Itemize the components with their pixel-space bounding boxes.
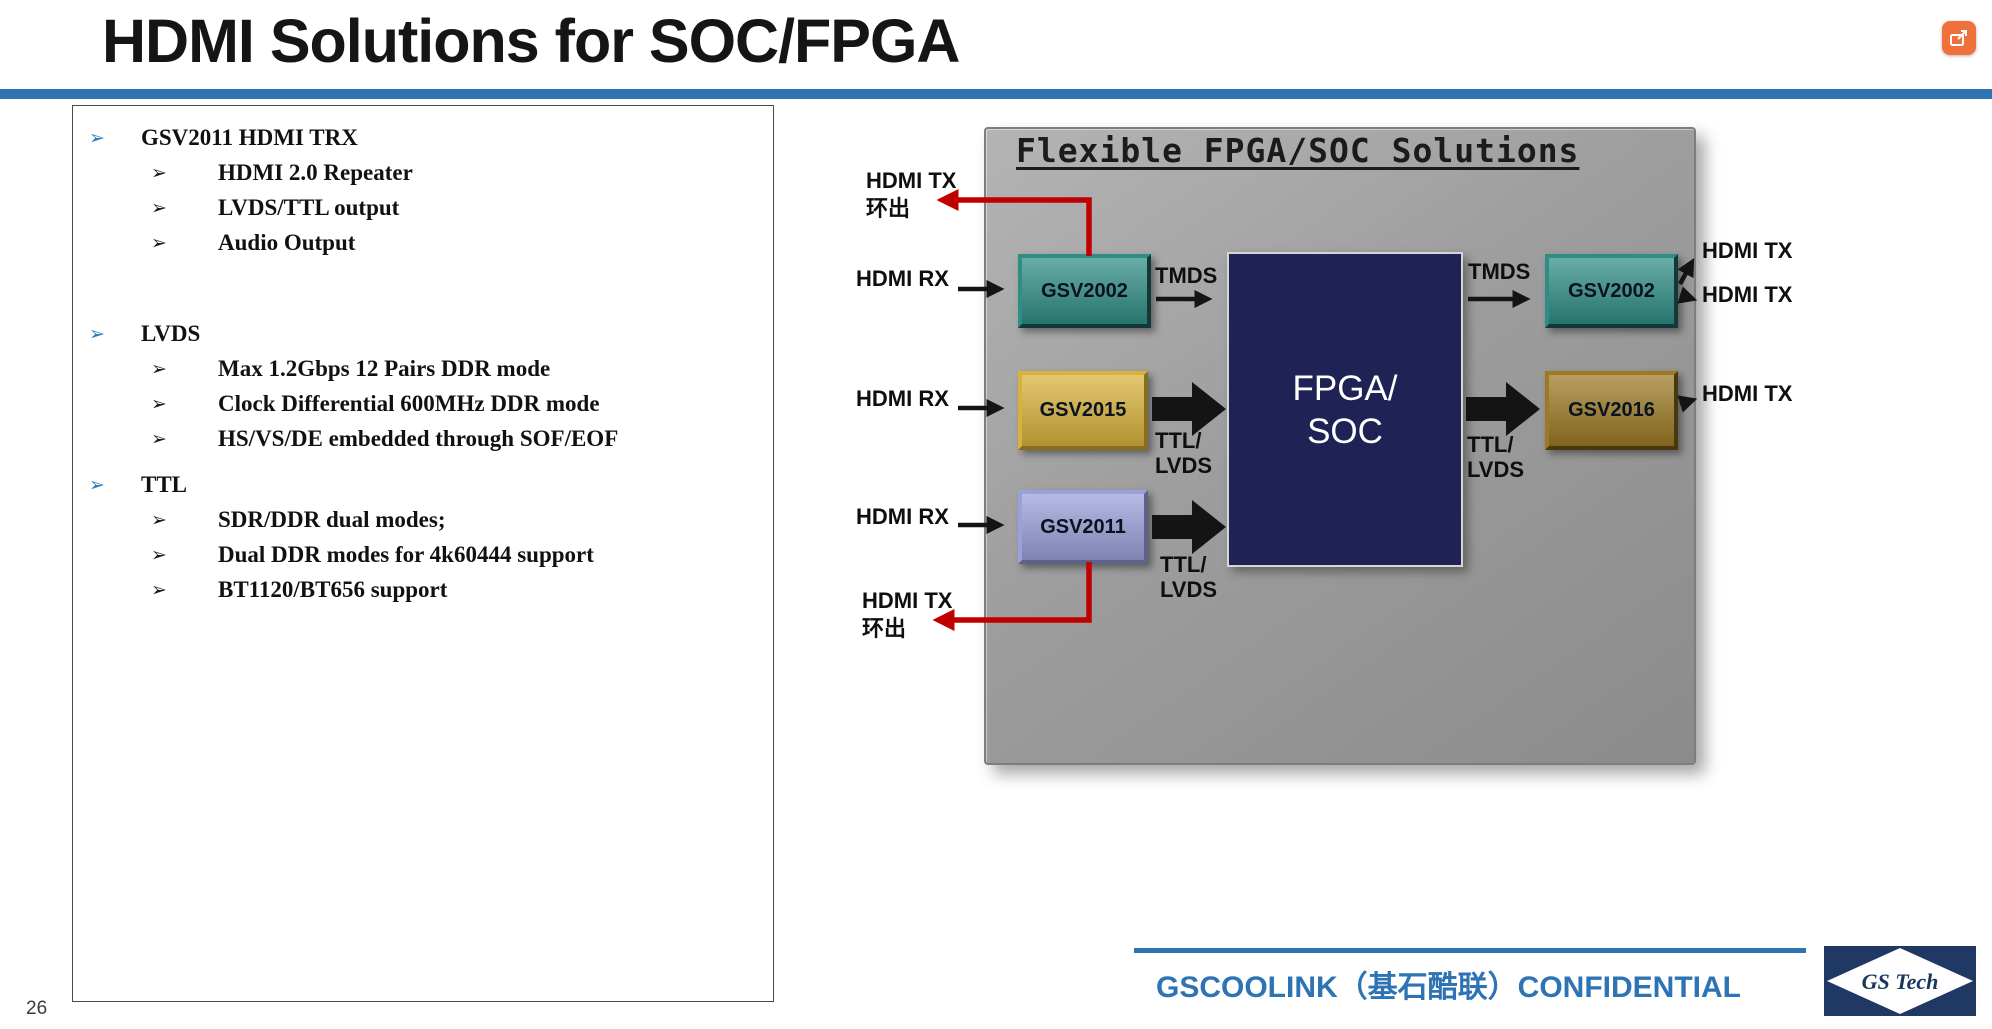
- footer-divider: [1134, 948, 1806, 953]
- list-item: ➢ TTL: [73, 467, 773, 502]
- list-item: ➢ GSV2011 HDMI TRX: [73, 120, 773, 155]
- arrow-bullet-icon: ➢: [151, 162, 167, 184]
- arrow-bullet-icon: ➢: [89, 127, 105, 149]
- label-hdmi-rx-2: HDMI RX: [856, 386, 949, 411]
- title-divider: [0, 89, 1992, 99]
- list-item: ➢ Audio Output: [73, 225, 773, 260]
- label-hdmi-tx-out-3: HDMI TX: [1702, 381, 1793, 406]
- gs-tech-logo-graphic: GS Tech: [1824, 946, 1976, 1016]
- logo-diamond-icon: [1827, 948, 1973, 1014]
- block-label: GSV2016: [1568, 399, 1655, 421]
- list-item-text: LVDS: [141, 321, 201, 346]
- fpga-label-line2: SOC: [1307, 411, 1383, 451]
- arrow-bullet-icon: ➢: [151, 197, 167, 219]
- label-loop-out-bottom: 环出: [862, 616, 907, 641]
- list-item-text: Dual DDR modes for 4k60444 support: [218, 542, 594, 567]
- list-item-text: HS/VS/DE embedded through SOF/EOF: [218, 426, 619, 451]
- list-item-text: GSV2011 HDMI TRX: [141, 125, 358, 150]
- arrow-bullet-icon: ➢: [89, 474, 105, 496]
- list-item: ➢ Clock Differential 600MHz DDR mode: [73, 386, 773, 421]
- list-item-text: LVDS/TTL output: [218, 195, 400, 220]
- arrow-bullet-icon: ➢: [89, 323, 105, 345]
- label-ttl-lvds-right: TTL/ LVDS: [1467, 432, 1525, 482]
- block-gsv2015: GSV2015: [1018, 371, 1148, 450]
- block-label: GSV2002: [1041, 279, 1128, 302]
- block-label: GSV2015: [1039, 399, 1127, 421]
- gs-tech-logo: GS Tech: [1824, 946, 1976, 1016]
- label-hdmi-rx-1: HDMI RX: [856, 266, 949, 291]
- block-label: GSV2002: [1568, 279, 1655, 302]
- label-hdmi-tx-out-1: HDMI TX: [1702, 238, 1793, 263]
- block-gsv2002-right: GSV2002: [1545, 254, 1678, 328]
- feature-list: ➢ GSV2011 HDMI TRX ➢ HDMI 2.0 Repeater ➢ LV…: [73, 106, 773, 607]
- arrow-bullet-icon: ➢: [151, 393, 167, 415]
- list-item: ➢ HS/VS/DE embedded through SOF/EOF: [73, 421, 773, 456]
- label-ttl-lvds-left-lower: TTL/ LVDS: [1160, 552, 1218, 602]
- block-gsv2011: GSV2011: [1018, 490, 1148, 564]
- page-number: 26: [26, 998, 48, 1019]
- block-label: GSV2011: [1040, 515, 1126, 538]
- list-item-text: HDMI 2.0 Repeater: [218, 160, 413, 185]
- share-icon[interactable]: [1942, 21, 1976, 55]
- label-hdmi-rx-3: HDMI RX: [856, 504, 949, 529]
- list-item: ➢ LVDS: [73, 316, 773, 351]
- list-item: ➢ HDMI 2.0 Repeater: [73, 155, 773, 190]
- list-item: ➢ LVDS/TTL output: [73, 190, 773, 225]
- arrow-bullet-icon: ➢: [151, 232, 167, 254]
- page-title: HDMI Solutions for SOC/FPGA: [102, 7, 960, 75]
- block-label: FPGA/ SOC: [1292, 367, 1397, 453]
- label-tmds-right: TMDS: [1468, 259, 1531, 284]
- list-item: ➢ SDR/DDR dual modes;: [73, 502, 773, 537]
- list-item-text: Clock Differential 600MHz DDR mode: [218, 391, 600, 416]
- arrow-bullet-icon: ➢: [151, 579, 167, 601]
- block-gsv2002-left: GSV2002: [1018, 254, 1151, 328]
- arrow-bullet-icon: ➢: [151, 428, 167, 450]
- block-fpga-soc: FPGA/ SOC: [1227, 252, 1463, 567]
- confidential-text: GSCOOLINK（基石酷联）CONFIDENTIAL: [1156, 971, 1741, 1004]
- list-item: ➢ Dual DDR modes for 4k60444 support: [73, 537, 773, 572]
- fpga-label-line1: FPGA/: [1292, 368, 1398, 408]
- diagram-title: Flexible FPGA/SOC Solutions: [1016, 131, 1580, 170]
- label-hdmi-tx-loop-bottom: HDMI TX: [862, 588, 953, 613]
- label-hdmi-tx-out-2: HDMI TX: [1702, 282, 1793, 307]
- list-item: ➢ Max 1.2Gbps 12 Pairs DDR mode: [73, 351, 773, 386]
- block-gsv2016: GSV2016: [1545, 371, 1678, 450]
- arrow-bullet-icon: ➢: [151, 509, 167, 531]
- label-loop-out-top: 环出: [866, 196, 911, 221]
- label-tmds-left: TMDS: [1155, 263, 1218, 288]
- arrow-bullet-icon: ➢: [151, 544, 167, 566]
- list-item: ➢ BT1120/BT656 support: [73, 572, 773, 607]
- arrow-bullet-icon: ➢: [151, 358, 167, 380]
- list-item-text: TTL: [141, 472, 188, 497]
- list-item-text: BT1120/BT656 support: [218, 577, 448, 602]
- logo-text: GS Tech: [1862, 969, 1939, 994]
- list-item-text: Audio Output: [218, 230, 356, 255]
- list-item-text: Max 1.2Gbps 12 Pairs DDR mode: [218, 356, 551, 381]
- label-hdmi-tx-loop-top: HDMI TX: [866, 168, 957, 193]
- list-item-text: SDR/DDR dual modes;: [218, 507, 446, 532]
- feature-list-panel: ➢ GSV2011 HDMI TRX ➢ HDMI 2.0 Repeater ➢ LV…: [72, 105, 774, 1002]
- share-icon-glyph: [1950, 30, 1967, 46]
- label-ttl-lvds-left-upper: TTL/ LVDS: [1155, 428, 1213, 478]
